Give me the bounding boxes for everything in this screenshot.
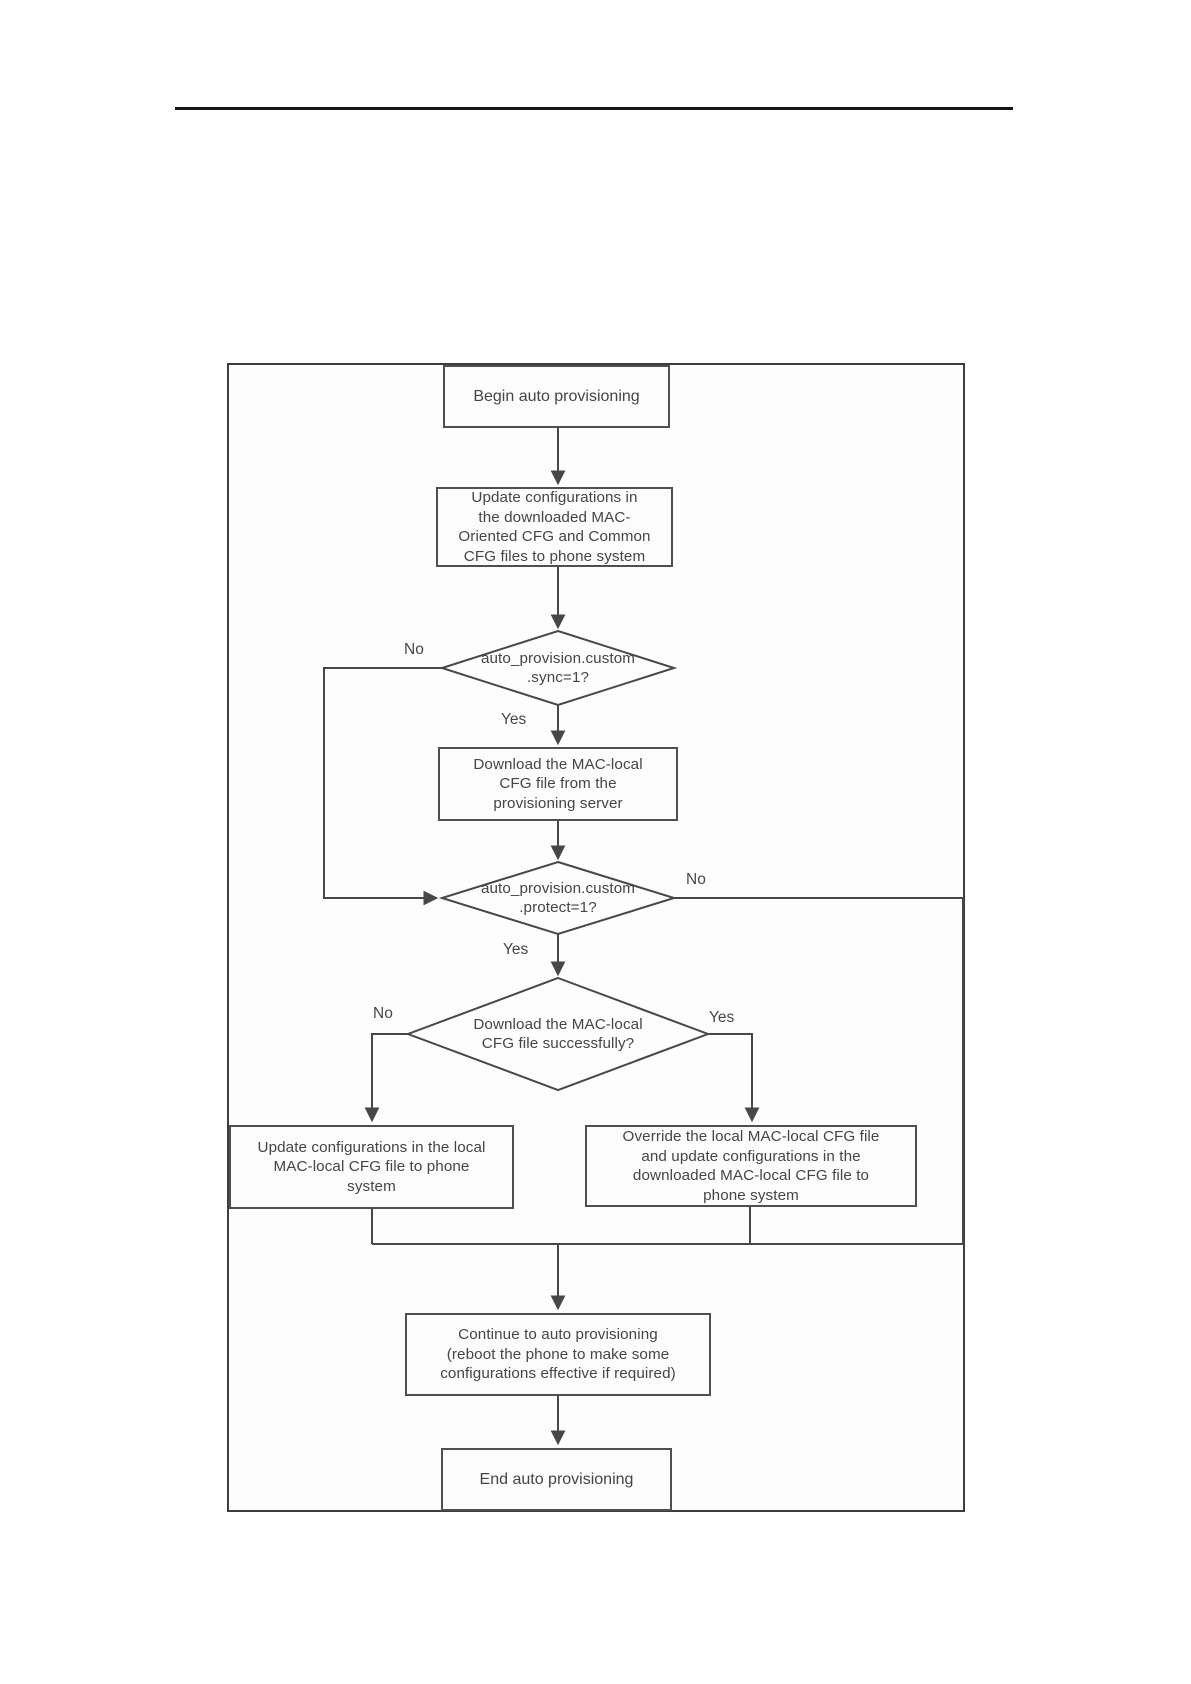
node-override-local: Override the local MAC-local CFG file an… <box>585 1125 917 1207</box>
node-update-local: Update configurations in the local MAC-l… <box>229 1125 514 1209</box>
node-end: End auto provisioning <box>441 1448 672 1511</box>
node-end-label: End auto provisioning <box>479 1470 634 1488</box>
node-update-downloaded-label: Update configurations in the downloaded … <box>458 489 651 565</box>
node-begin-label: Begin auto provisioning <box>473 387 640 405</box>
label-sync-no: No <box>404 641 424 658</box>
label-success-yes: Yes <box>709 1009 735 1026</box>
node-download: Download the MAC-local CFG file from the… <box>438 747 678 821</box>
decision-sync-label: auto_provision.custom .sync=1? <box>480 649 636 687</box>
node-override-local-label: Override the local MAC-local CFG file an… <box>622 1128 880 1204</box>
label-protect-no: No <box>686 871 706 888</box>
node-update-local-label: Update configurations in the local MAC-l… <box>257 1138 486 1195</box>
label-success-no: No <box>373 1005 393 1022</box>
node-begin: Begin auto provisioning <box>443 365 670 428</box>
decision-success-label: Download the MAC-local CFG file successf… <box>473 1015 643 1053</box>
page-header-rule <box>175 107 1013 110</box>
label-protect-yes: Yes <box>503 941 529 958</box>
node-download-label: Download the MAC-local CFG file from the… <box>473 755 643 812</box>
label-sync-yes: Yes <box>501 711 527 728</box>
node-continue-label: Continue to auto provisioning (reboot th… <box>440 1326 676 1383</box>
node-update-downloaded: Update configurations in the downloaded … <box>436 487 673 567</box>
node-continue: Continue to auto provisioning (reboot th… <box>405 1313 711 1396</box>
decision-protect-label: auto_provision.custom .protect=1? <box>480 879 636 917</box>
